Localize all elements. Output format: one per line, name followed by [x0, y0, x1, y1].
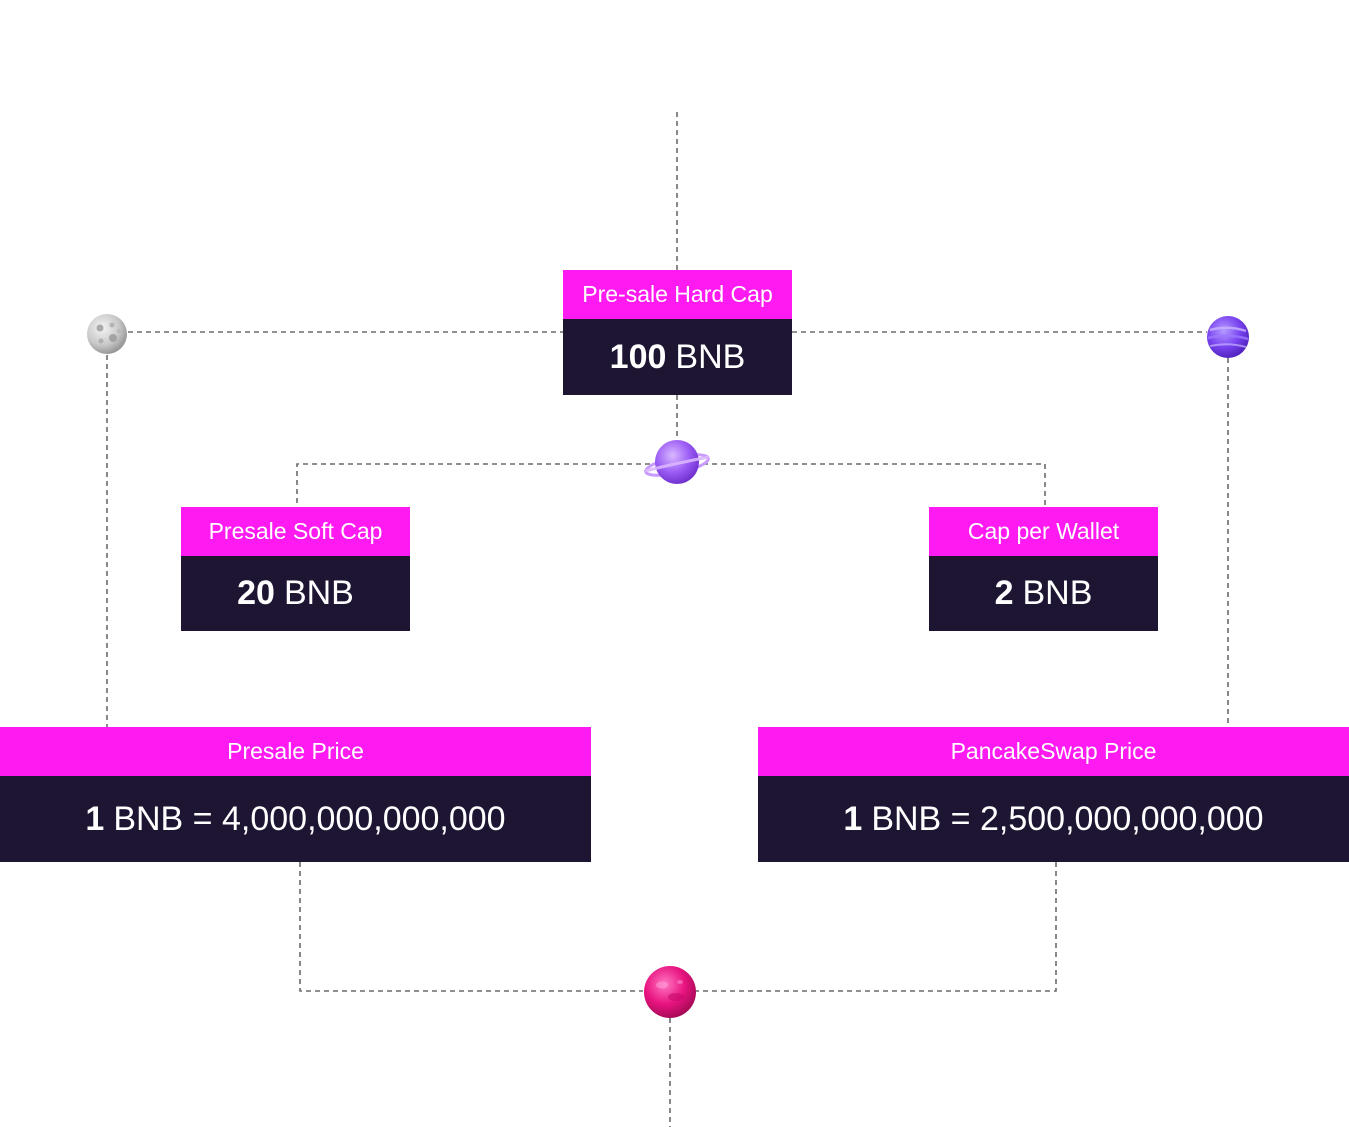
- presale-price-rate: BNB = 4,000,000,000,000: [113, 800, 506, 838]
- pancakeswap-price-label: PancakeSwap Price: [758, 727, 1349, 776]
- connector-bottom-left: [299, 862, 643, 992]
- presale-price-amount: 1: [85, 800, 105, 838]
- connector-softcap: [296, 463, 650, 507]
- connector-walletcap: [703, 463, 1046, 507]
- wallet-cap-amount: 2: [994, 574, 1014, 612]
- presale-price-label: Presale Price: [0, 727, 591, 776]
- ringed-planet-icon: [644, 440, 710, 484]
- wallet-cap-unit: BNB: [1022, 574, 1093, 612]
- hard-cap-unit: BNB: [675, 338, 746, 376]
- hard-cap-label: Pre-sale Hard Cap: [563, 270, 792, 319]
- soft-cap-unit: BNB: [283, 574, 354, 612]
- pancakeswap-price-rate: BNB = 2,500,000,000,000: [871, 800, 1264, 838]
- moon-planet-icon: [87, 314, 127, 354]
- hard-cap-amount: 100: [609, 338, 667, 376]
- purple-planet-icon: [1207, 316, 1249, 358]
- soft-cap-label: Presale Soft Cap: [181, 507, 410, 556]
- pink-planet-icon: [644, 966, 696, 1018]
- pancakeswap-price-amount: 1: [843, 800, 863, 838]
- wallet-cap-label: Cap per Wallet: [929, 507, 1158, 556]
- connector-bottom-right: [696, 862, 1057, 992]
- soft-cap-amount: 20: [237, 574, 275, 612]
